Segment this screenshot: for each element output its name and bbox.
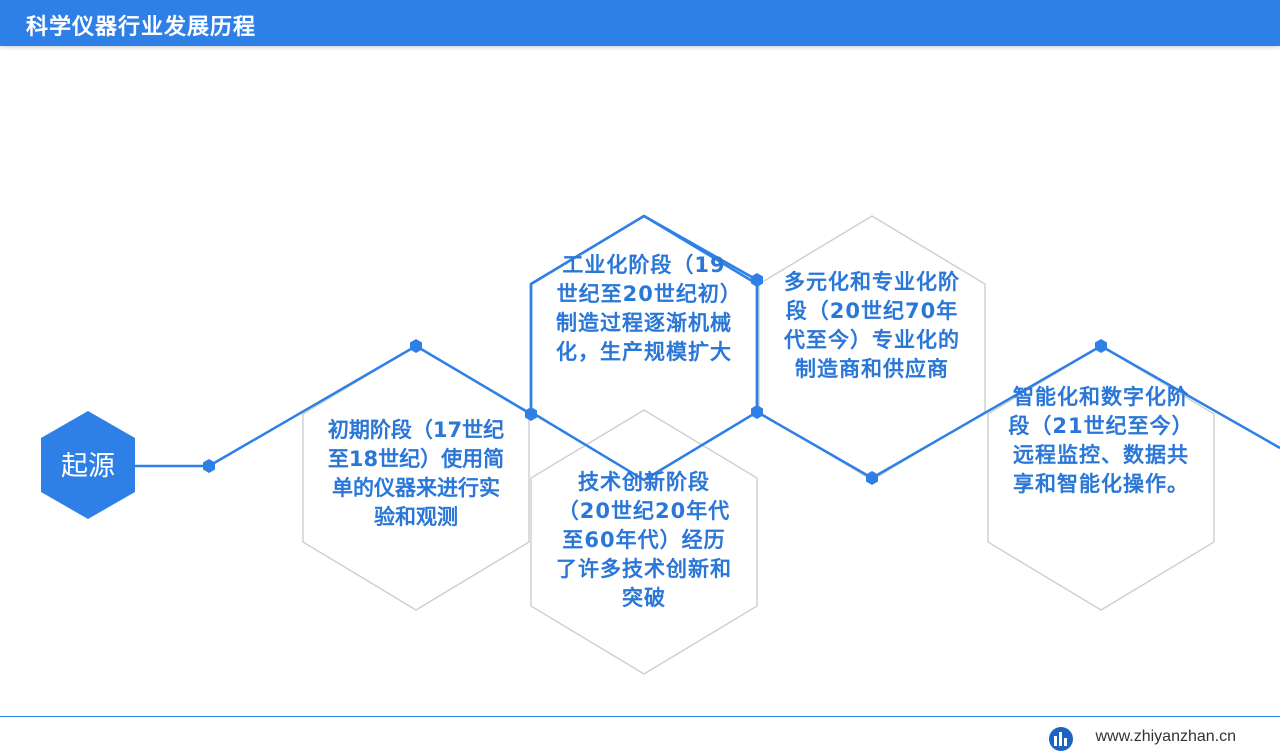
page-title: 科学仪器行业发展历程 [26,15,257,40]
timeline-nodes [203,273,1107,485]
node-4 [751,273,763,287]
origin-hexagon [41,411,135,519]
stage-innovation-text: 技术创新阶段（20世纪20年代至60年代）经历了许多技术创新和突破 [556,470,732,610]
node-2 [410,339,422,353]
node-7 [1095,339,1107,353]
node-5 [751,405,763,419]
stage-diversified-text: 多元化和专业化阶段（20世纪70年代至今）专业化的制造商和供应商 [784,270,960,381]
node-1 [203,459,215,473]
stage-initial-text: 初期阶段（17世纪至18世纪）使用简单的仪器来进行实验和观测 [327,418,505,529]
node-3 [525,407,537,421]
stage-intelligent-text: 智能化和数字化阶段（21世纪至今）远程监控、数据共享和智能化操作。 [1008,385,1194,496]
zhiyan-logo-icon [1049,727,1073,751]
header-bar: 科学仪器行业发展历程 [0,0,1280,46]
footer-site-link[interactable]: www.zhiyanzhan.cn [1095,728,1236,745]
hex-intelligent [987,345,1215,611]
stage-industrial-text: 工业化阶段（19世纪至20世纪初）制造过程逐渐机械化，生产规模扩大 [556,253,732,364]
footer-divider [0,716,1280,717]
origin-label: 起源 [61,451,115,482]
node-6 [866,471,878,485]
timeline-path [130,214,1280,480]
hex-innovation [530,409,758,675]
